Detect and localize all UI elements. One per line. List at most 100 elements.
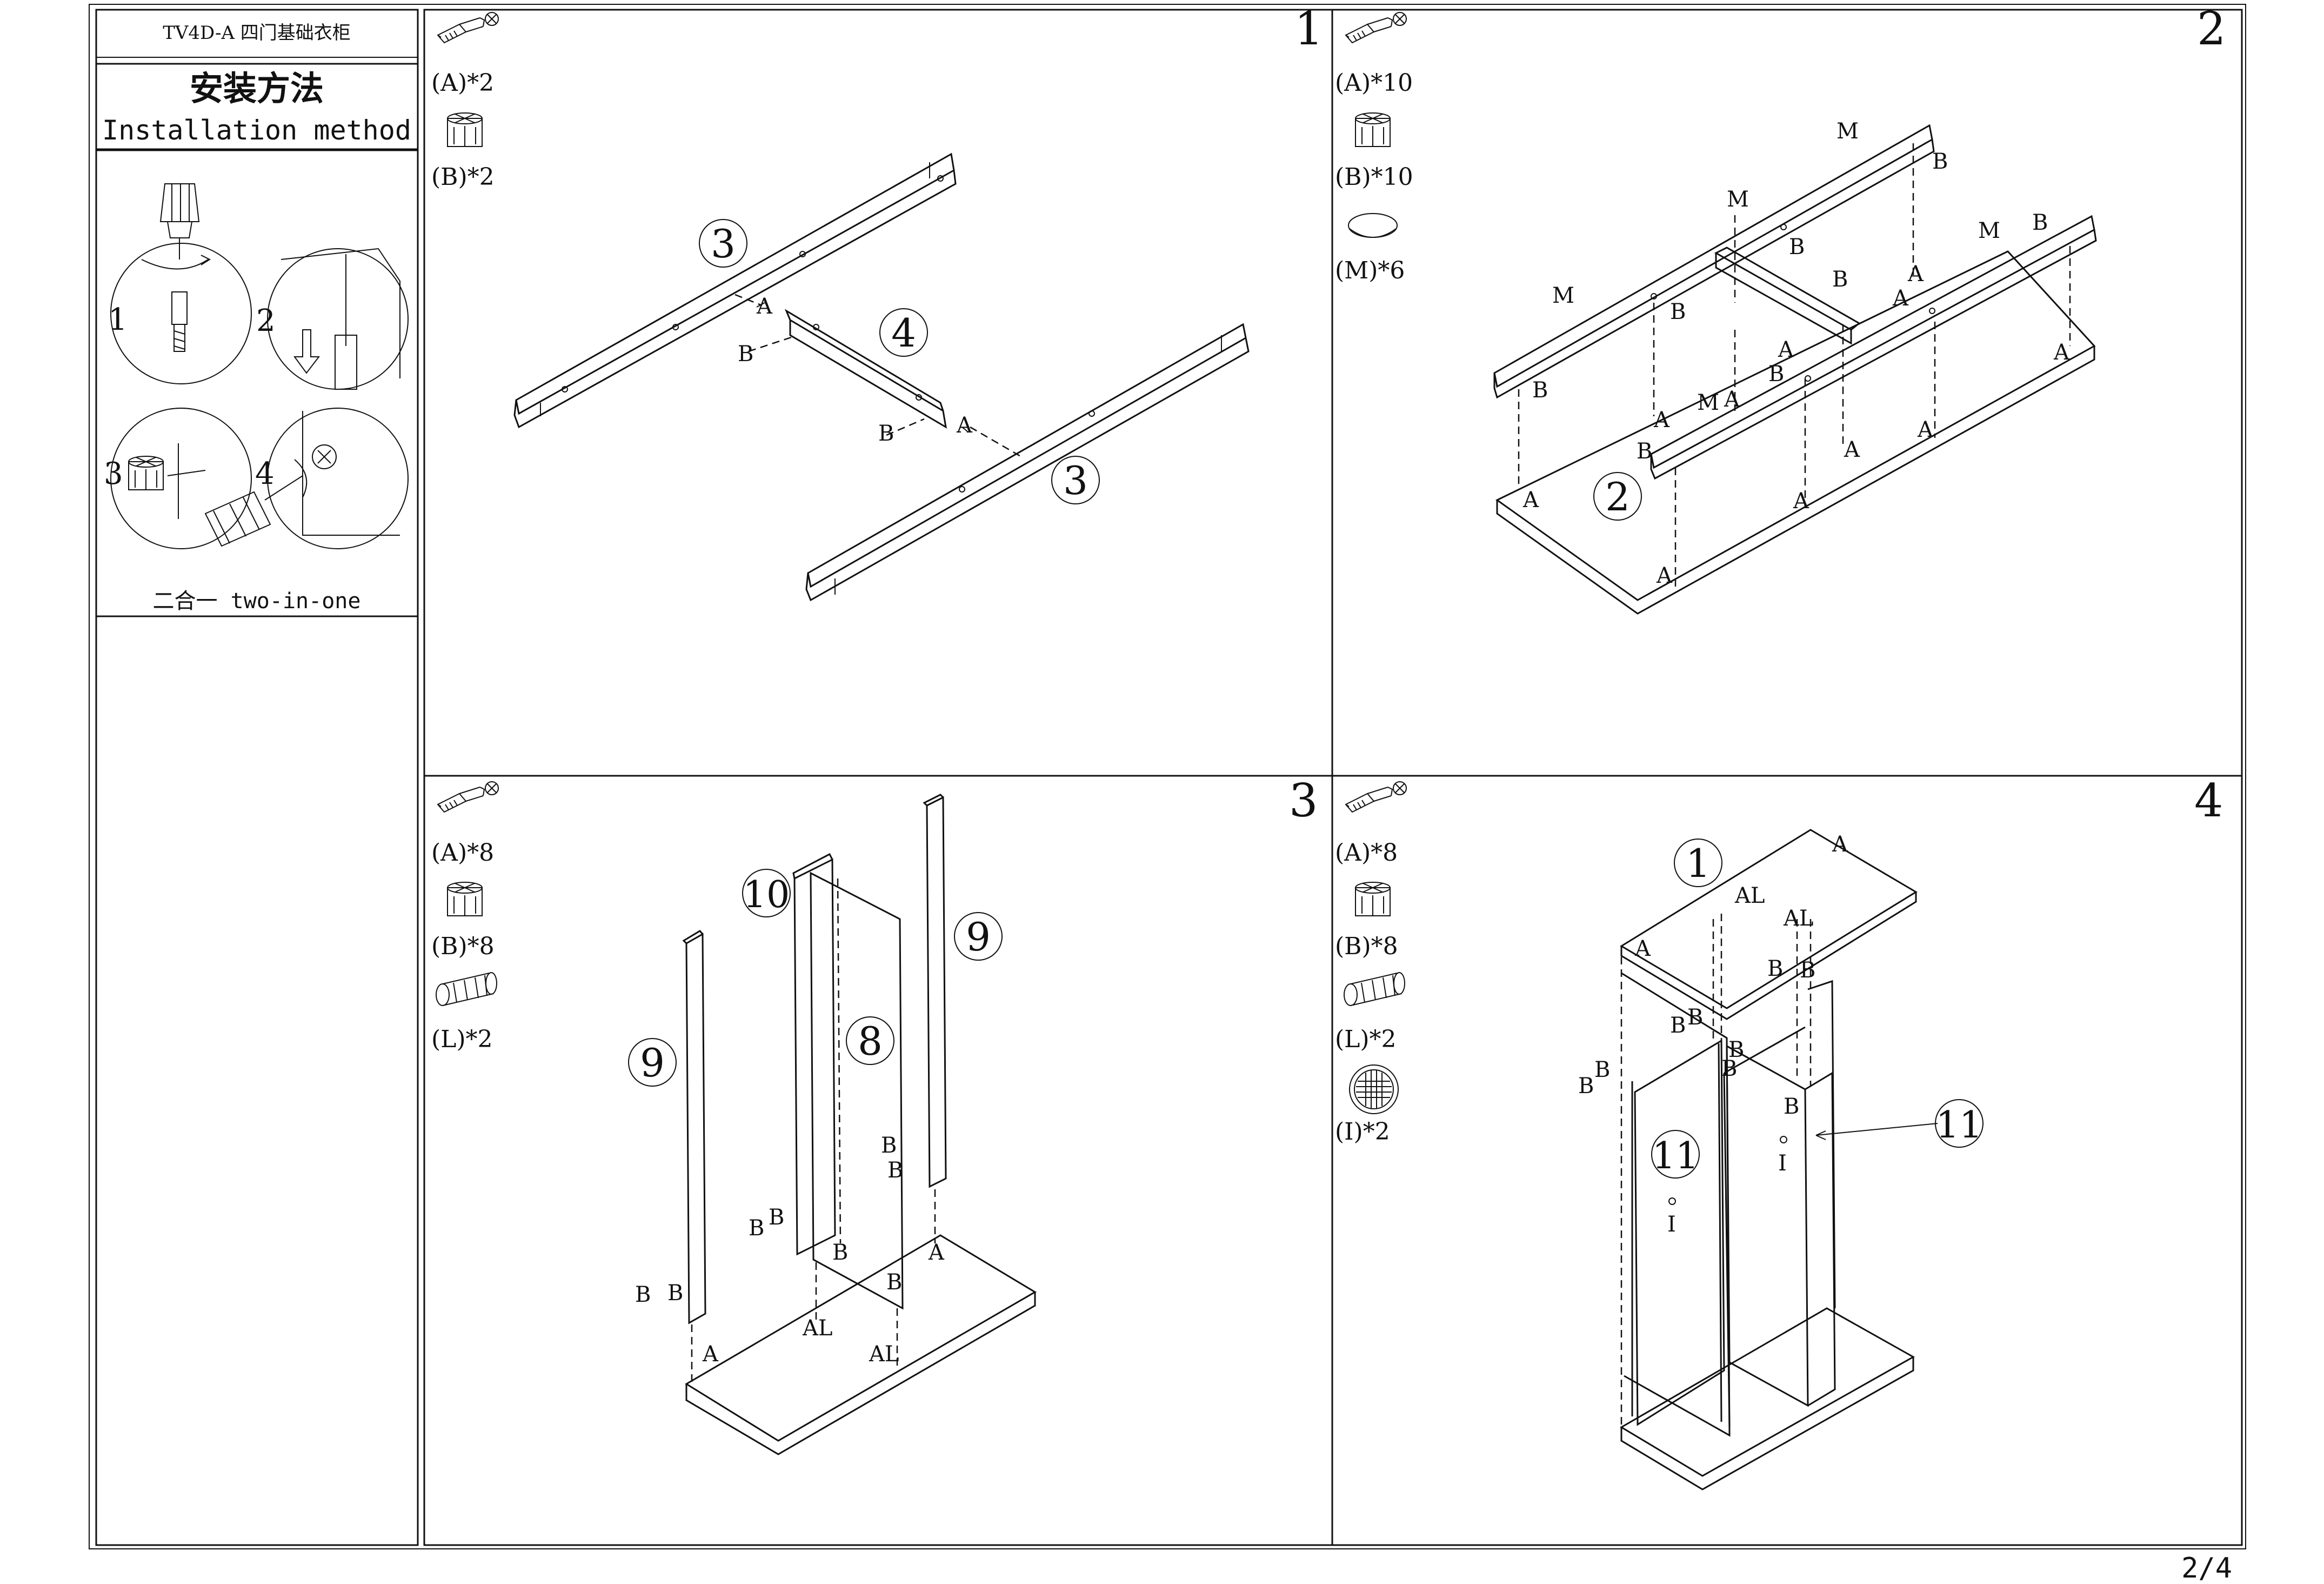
mesh-vent-icon xyxy=(1349,1064,1399,1114)
hardware-letter: B xyxy=(1532,378,1548,403)
hardware-letter: B xyxy=(832,1240,848,1265)
hardware-letter: B xyxy=(1800,958,1815,983)
step-3-part-a: (A)*8 xyxy=(431,839,494,867)
hardware-letter: A xyxy=(1844,437,1860,462)
step-2-panel: 2 (A)*10 (B)*10 (M)*6 2 M B M B M B M A … xyxy=(1335,2,2226,615)
part-number-circle: 3 xyxy=(1051,456,1100,504)
svg-text:10: 10 xyxy=(743,874,790,916)
svg-text:9: 9 xyxy=(966,914,991,960)
step-4-part-i: (I)*2 xyxy=(1335,1118,1390,1146)
hardware-letter: B xyxy=(887,1158,903,1183)
part-number-circle: 3 xyxy=(699,219,747,268)
step-4-part-b: (B)*8 xyxy=(1335,933,1398,960)
hardware-letter: A xyxy=(1793,489,1809,514)
sidebar: TV4D-A 四门基础衣柜 安装方法 Installation method 1… xyxy=(95,9,419,617)
cam-lock-icon xyxy=(447,882,483,916)
svg-text:3: 3 xyxy=(711,221,736,267)
cam-lock-icon xyxy=(1355,112,1391,147)
cover-cap-icon xyxy=(1348,213,1398,238)
hardware-letter: A xyxy=(1522,488,1539,513)
part-number-circle: 9 xyxy=(628,1038,677,1087)
hardware-letter: B xyxy=(1832,267,1848,292)
hardware-letter: B xyxy=(1767,956,1783,981)
title-english: Installation method xyxy=(102,115,411,146)
hardware-letter: AL xyxy=(1734,883,1765,908)
guide-circle-1 xyxy=(110,243,252,384)
step-1-part-b: (B)*2 xyxy=(431,163,495,191)
svg-text:3: 3 xyxy=(1063,458,1088,503)
hardware-letter: A xyxy=(1832,832,1848,857)
cam-bolt-icon xyxy=(437,781,499,813)
hardware-letter: B xyxy=(878,421,894,446)
guide-step-number-3: 3 xyxy=(104,456,123,491)
hardware-letter: AL xyxy=(1783,906,1813,931)
hardware-letter: B xyxy=(1578,1074,1594,1099)
hardware-letter: M xyxy=(1837,119,1859,144)
svg-text:8: 8 xyxy=(858,1019,883,1064)
step-4-number: 4 xyxy=(2194,774,2223,827)
cam-bolt-icon xyxy=(437,12,499,43)
guide-caption: 二合一 two-in-one xyxy=(153,589,361,614)
step-3-number: 3 xyxy=(1289,774,1318,827)
step-3-part-b: (B)*8 xyxy=(431,933,495,960)
guide-circle-4 xyxy=(267,408,409,549)
hardware-letter: A xyxy=(928,1240,945,1265)
model-name: TV4D-A 四门基础衣柜 xyxy=(163,22,351,44)
part-number-circle: 10 xyxy=(742,869,791,917)
svg-text:9: 9 xyxy=(640,1040,665,1086)
step-1-number: 1 xyxy=(1294,2,1323,55)
hardware-letter: B xyxy=(1728,1037,1744,1062)
insert-arrow-icon xyxy=(281,248,400,390)
cam-bolt-icon xyxy=(1345,781,1407,813)
step-3-panel: 3 (A)*8 (B)*8 (L)*2 10 9 8 xyxy=(431,774,1318,1455)
hardware-letter: M xyxy=(1697,390,1719,415)
hardware-letter: A xyxy=(1634,936,1651,961)
hardware-letter: A xyxy=(756,294,773,319)
tighten-guide-icon xyxy=(204,411,400,547)
step-1-panel: 1 (A)*2 (B)*2 3 4 3 A B xyxy=(431,2,1323,602)
hardware-letter: B xyxy=(1932,149,1948,174)
step-4-part-l: (L)*2 xyxy=(1335,1026,1397,1053)
svg-text:4: 4 xyxy=(891,310,916,356)
step-2-part-m: (M)*6 xyxy=(1335,257,1405,284)
hardware-letter: B xyxy=(738,342,753,367)
guide-step-number-2: 2 xyxy=(256,303,276,338)
hardware-letter: B xyxy=(1789,235,1805,259)
cam-lock-guide-icon xyxy=(128,443,206,519)
part-number-circle: 4 xyxy=(879,308,928,357)
hardware-letter: B xyxy=(1670,300,1686,324)
cam-lock-icon xyxy=(447,112,483,147)
part-number-circle: 9 xyxy=(954,912,1003,961)
guide-circle-3 xyxy=(110,408,252,549)
hardware-letter: B xyxy=(881,1133,897,1158)
hardware-letter: B xyxy=(635,1282,651,1307)
hardware-letter: M xyxy=(1727,187,1749,212)
guide-step-number-4: 4 xyxy=(255,456,275,491)
guide-step-number-1: 1 xyxy=(108,302,128,337)
hardware-letter: B xyxy=(886,1270,902,1295)
hardware-letter: A xyxy=(1653,408,1670,432)
hardware-letter: A xyxy=(956,413,973,438)
part-number-circle: 8 xyxy=(846,1016,894,1065)
hardware-letter: B xyxy=(2032,210,2048,235)
hardware-letter: A xyxy=(1656,563,1673,588)
part-number-circle: 11 xyxy=(1651,1130,1700,1179)
svg-text:1: 1 xyxy=(1686,841,1711,886)
hardware-letter: B xyxy=(1637,439,1652,464)
step-1-part-a: (A)*2 xyxy=(431,69,494,97)
hardware-letter: B xyxy=(769,1205,784,1230)
cam-lock-icon xyxy=(1355,882,1391,916)
hardware-letter: I xyxy=(1667,1212,1676,1237)
hardware-letter: A xyxy=(1907,262,1924,287)
hardware-letter: B xyxy=(749,1216,764,1241)
hardware-letter: A xyxy=(1778,337,1794,362)
hardware-letter: B xyxy=(667,1281,683,1306)
page-number: 2/4 xyxy=(2181,1552,2232,1584)
step-4-panel: 4 (A)*8 (B)*8 (L)*2 (I)*2 1 11 xyxy=(1335,774,2223,1490)
title-chinese: 安装方法 xyxy=(190,69,324,108)
hardware-letter: A xyxy=(2053,340,2070,365)
svg-text:11: 11 xyxy=(1936,1104,1983,1147)
step-3-part-l: (L)*2 xyxy=(431,1026,493,1053)
hardware-letter: A xyxy=(1892,286,1909,311)
